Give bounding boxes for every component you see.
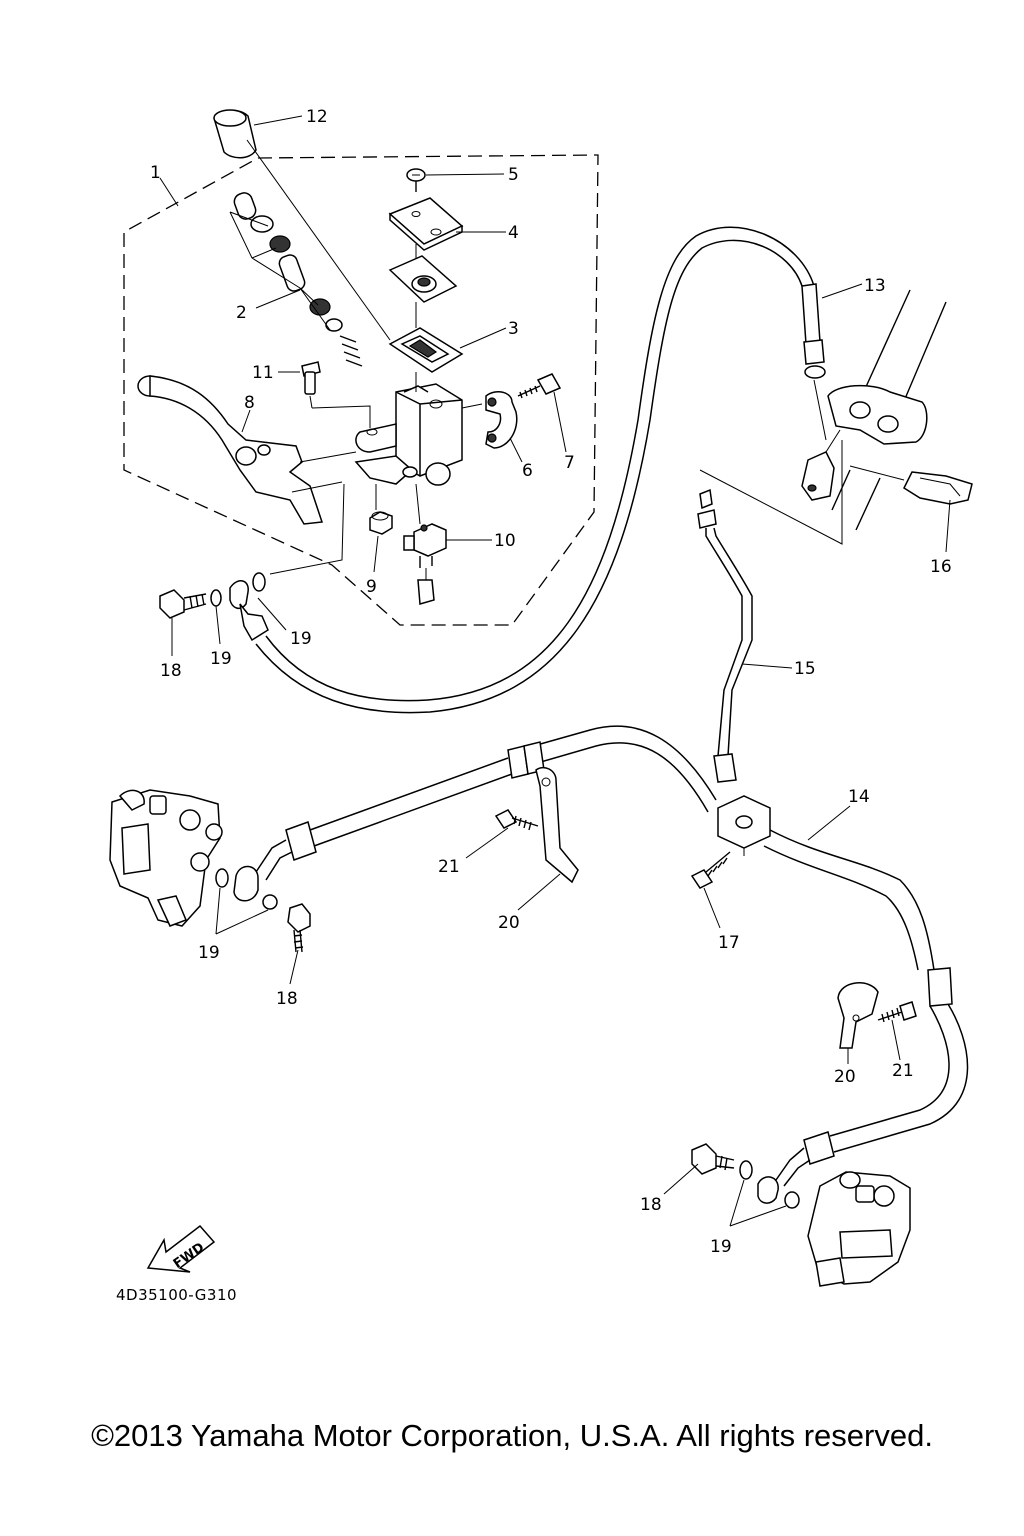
right-caliper (807, 1171, 911, 1287)
label-part-1: 1 (150, 163, 161, 183)
holder-part (485, 390, 518, 449)
label-part-9: 9 (366, 577, 377, 597)
master-cylinder-body (354, 372, 483, 486)
junction-bolt-part (690, 851, 731, 889)
label-part-8: 8 (244, 393, 255, 413)
diaphragm-holder-part (388, 302, 464, 373)
label-part-14: 14 (848, 787, 870, 807)
right-banjo (691, 1143, 800, 1209)
copyright-notice: ©2013 Yamaha Motor Corporation, U.S.A. A… (91, 1418, 933, 1453)
label-part-7: 7 (564, 453, 575, 473)
brake-lever-part (137, 375, 357, 525)
label-part-13: 13 (864, 276, 886, 296)
clip-part-16 (849, 465, 973, 505)
label-part-3: 3 (508, 319, 519, 339)
label-part-6: 6 (522, 461, 533, 481)
label-part-21-right: 21 (892, 1061, 914, 1081)
label-part-18-right: 18 (640, 1195, 662, 1215)
label-part-4: 4 (508, 223, 519, 243)
label-part-16: 16 (930, 557, 952, 577)
forward-arrow-icon: FWD (146, 1224, 216, 1273)
label-part-20-middle: 20 (498, 913, 520, 933)
label-part-10: 10 (494, 531, 516, 551)
holder-bolt-part (517, 373, 562, 399)
piston-kit-part (229, 192, 363, 367)
hose-guide-part-20b (837, 982, 879, 1049)
label-part-11: 11 (252, 363, 274, 383)
fork-caliper-assembly (801, 289, 947, 531)
label-part-21-middle: 21 (438, 857, 460, 877)
label-part-19-top-a: 19 (290, 629, 312, 649)
screw-part (406, 168, 426, 192)
label-part-2: 2 (236, 303, 247, 323)
leader-lines (159, 115, 951, 1227)
label-part-19-right: 19 (710, 1237, 732, 1257)
hose-guide-part-20a (535, 766, 579, 884)
brake-hose-13 (255, 226, 827, 714)
label-part-20-right: 20 (834, 1067, 856, 1087)
label-part-5: 5 (508, 165, 519, 185)
nut-part (369, 484, 393, 535)
hose-guide-bolt-21a (494, 809, 539, 831)
banjo-bolt-top (159, 572, 269, 642)
label-part-12: 12 (306, 107, 328, 127)
brake-pipe-15 (697, 488, 753, 783)
reservoir-cap-part (388, 197, 464, 251)
label-part-15: 15 (794, 659, 816, 679)
diaphragm-part (388, 244, 458, 303)
assembly-boundary (123, 154, 599, 626)
label-part-17: 17 (718, 933, 740, 953)
label-part-19-top-b: 19 (210, 649, 232, 669)
label-part-18-top: 18 (160, 661, 182, 681)
label-part-19-left: 19 (198, 943, 220, 963)
left-banjo (215, 865, 311, 953)
boot-part (213, 109, 391, 341)
diagram-code: 4D35100-G310 (116, 1286, 237, 1304)
brake-hose-14 (255, 725, 969, 1187)
hose-guide-bolt-21b (877, 1001, 917, 1023)
brake-switch-part (403, 483, 447, 605)
pivot-bolt-part (301, 361, 371, 428)
label-part-18-left: 18 (276, 989, 298, 1009)
left-caliper (109, 789, 223, 927)
